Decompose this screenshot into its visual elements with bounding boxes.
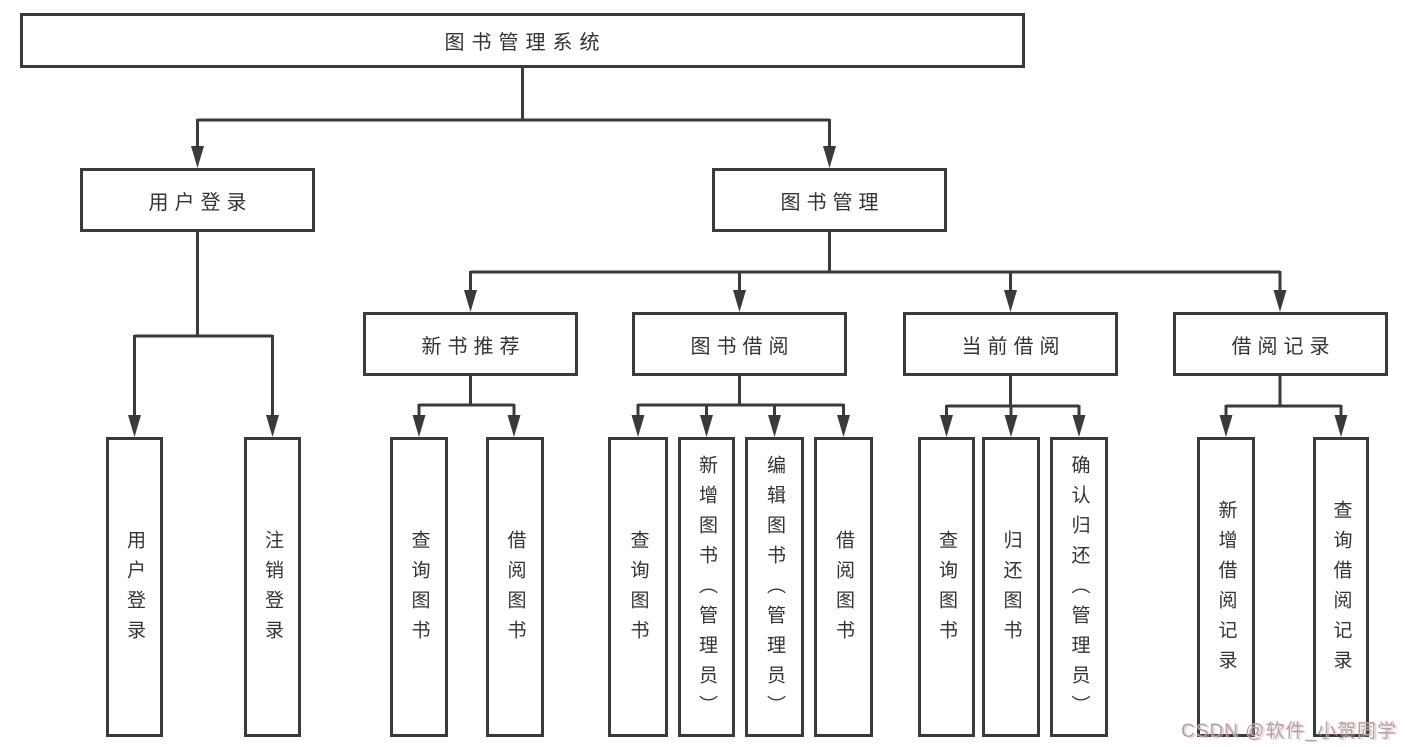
node-borrow-records: 借阅记录 (1173, 312, 1388, 376)
leaf-query-books-recommend: 查询图书 (390, 437, 448, 737)
leaf-logout-login: 注销登录 (244, 437, 301, 737)
leaf-add-books-admin: 新增图书（管理员） (678, 437, 735, 737)
leaf-borrow-books-recommend: 借阅图书 (486, 437, 544, 737)
leaf-query-books-current: 查询图书 (918, 437, 975, 737)
node-new-book-recommend: 新书推荐 (363, 312, 578, 376)
leaf-query-borrow-record: 查询借阅记录 (1313, 437, 1369, 737)
leaf-edit-books-admin: 编辑图书（管理员） (745, 437, 804, 737)
leaf-query-books-borrow: 查询图书 (608, 437, 668, 737)
leaf-user-login: 用户登录 (106, 437, 163, 737)
node-library-management-system: 图书管理系统 (20, 13, 1025, 68)
node-book-management: 图书管理 (712, 168, 947, 232)
leaf-borrow-books: 借阅图书 (814, 437, 873, 737)
leaf-return-books: 归还图书 (982, 437, 1040, 737)
node-book-borrow: 图书借阅 (632, 312, 847, 376)
leaf-add-borrow-record: 新增借阅记录 (1197, 437, 1255, 737)
node-current-borrow: 当前借阅 (903, 312, 1118, 376)
leaf-confirm-return-admin: 确认归还（管理员） (1050, 437, 1108, 737)
node-user-login: 用户登录 (80, 168, 315, 232)
csdn-watermark: CSDN @软件_小贺同学 (1181, 721, 1397, 742)
